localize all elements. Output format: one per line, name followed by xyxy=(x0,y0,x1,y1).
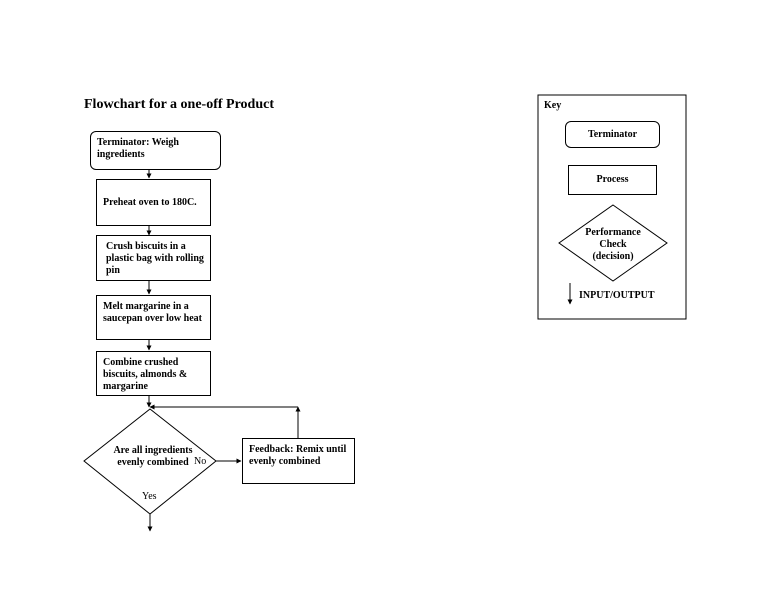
no-label: No xyxy=(194,456,207,467)
melt-box: Melt margarine in a saucepan over low he… xyxy=(96,295,211,340)
feedback-label: Feedback: Remix until evenly combined xyxy=(249,444,347,467)
key-process-box: Process xyxy=(568,165,657,195)
key-decision-label: Performance Check (decision) xyxy=(585,227,641,262)
key-decision-diamond xyxy=(558,204,668,282)
preheat-label: Preheat oven to 180C. xyxy=(103,196,197,208)
combine-box: Combine crushed biscuits, almonds & marg… xyxy=(96,351,211,396)
key-process-label: Process xyxy=(596,174,629,185)
decision-label: Are all ingredients evenly combined xyxy=(113,445,193,468)
page-title: Flowchart for a one-off Product xyxy=(84,97,274,112)
feedback-box: Feedback: Remix until evenly combined xyxy=(242,438,355,484)
terminator-box: Terminator: Weigh ingredients xyxy=(90,131,221,170)
key-box xyxy=(537,94,687,320)
crush-box: Crush biscuits in a plastic bag with rol… xyxy=(96,235,211,281)
yes-label: Yes xyxy=(142,491,157,502)
crush-label: Crush biscuits in a plastic bag with rol… xyxy=(106,241,204,276)
key-title: Key xyxy=(544,100,562,111)
preheat-box: Preheat oven to 180C. xyxy=(96,179,211,226)
key-terminator-label: Terminator xyxy=(587,128,638,140)
melt-label: Melt margarine in a saucepan over low he… xyxy=(103,301,202,324)
key-io-label: INPUT/OUTPUT xyxy=(579,290,655,301)
combine-label: Combine crushed biscuits, almonds & marg… xyxy=(103,357,188,392)
terminator-label: Terminator: Weigh ingredients xyxy=(97,137,179,160)
key-terminator-box: Terminator xyxy=(565,121,660,148)
